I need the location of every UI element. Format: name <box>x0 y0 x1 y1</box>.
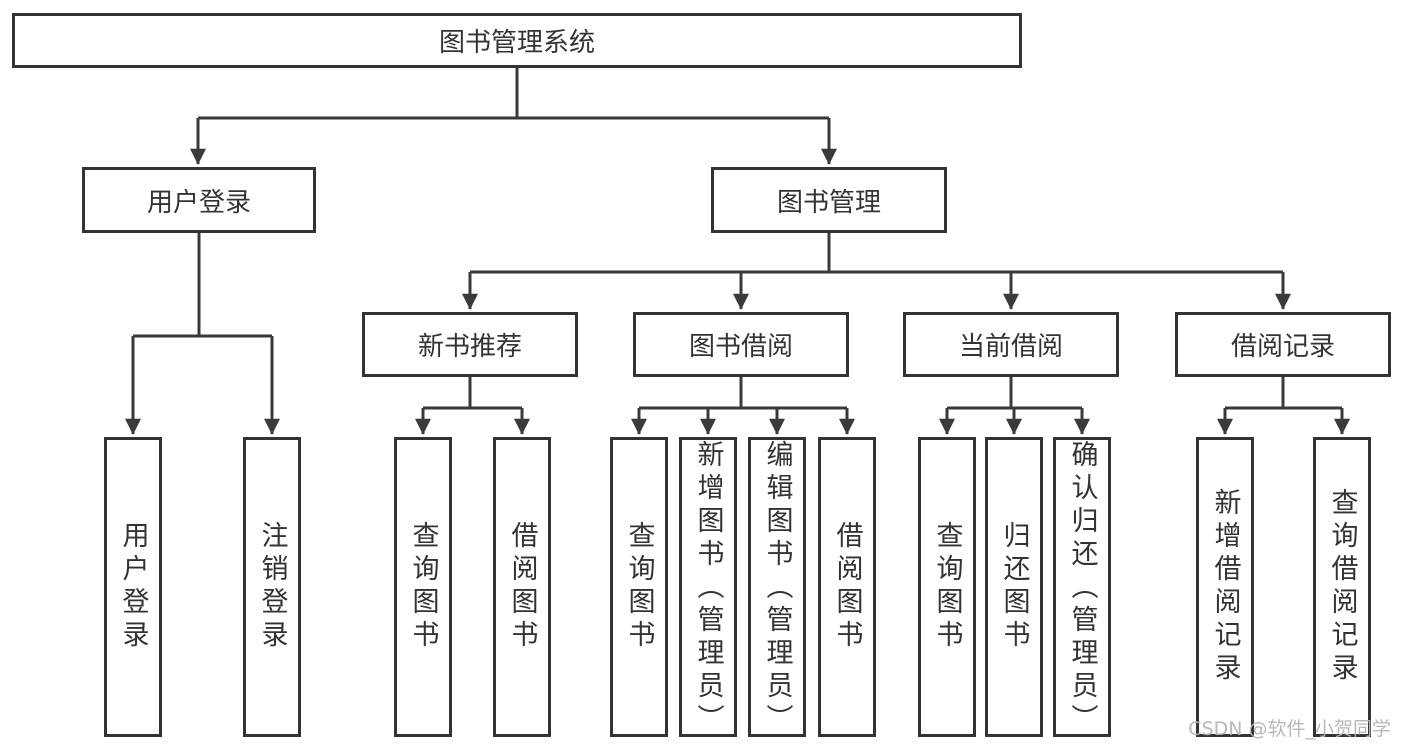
leaf-current-return-books: 归还图书 <box>985 437 1043 737</box>
leaf-current-confirm-return-admin: 确认归还（管理员） <box>1053 437 1111 737</box>
leaf-records-query-record: 查询借阅记录 <box>1313 437 1371 737</box>
leaf-newbook-query-books-label: 查询图书 <box>407 521 439 653</box>
leaf-current-return-books-label: 归还图书 <box>998 521 1030 653</box>
node-user-login-label: 用户登录 <box>146 187 251 218</box>
node-root-label: 图书管理系统 <box>438 28 595 58</box>
leaf-borrow-borrow-books-label: 借阅图书 <box>831 521 863 653</box>
leaf-user-login: 用户登录 <box>104 437 162 737</box>
leaf-current-confirm-return-admin-label: 确认归还（管理员） <box>1066 440 1098 737</box>
leaf-current-query-books: 查询图书 <box>918 437 976 737</box>
node-borrow-records-label: 借阅记录 <box>1230 332 1335 362</box>
leaf-borrow-edit-books-admin-label: 编辑图书（管理员） <box>761 440 793 737</box>
leaf-newbook-query-books: 查询图书 <box>394 437 452 737</box>
node-root: 图书管理系统 <box>12 13 1022 68</box>
leaf-borrow-query-books-label: 查询图书 <box>623 521 655 653</box>
node-borrow-records: 借阅记录 <box>1175 312 1391 377</box>
leaf-newbook-borrow-books-label: 借阅图书 <box>506 521 538 653</box>
node-book-borrow-label: 图书借阅 <box>688 332 793 362</box>
leaf-logout: 注销登录 <box>243 437 301 737</box>
leaf-borrow-borrow-books: 借阅图书 <box>818 437 876 737</box>
leaf-records-add-record: 新增借阅记录 <box>1196 437 1254 737</box>
leaf-borrow-edit-books-admin: 编辑图书（管理员） <box>748 437 806 737</box>
leaf-borrow-add-books-admin-label: 新增图书（管理员） <box>692 440 724 737</box>
leaf-borrow-add-books-admin: 新增图书（管理员） <box>679 437 737 737</box>
leaf-logout-label: 注销登录 <box>256 521 288 653</box>
leaf-newbook-borrow-books: 借阅图书 <box>493 437 551 737</box>
node-new-book-recommend-label: 新书推荐 <box>417 332 522 362</box>
leaf-records-query-record-label: 查询借阅记录 <box>1326 488 1358 686</box>
node-current-borrow-label: 当前借阅 <box>958 332 1063 362</box>
node-book-management-label: 图书管理 <box>776 187 881 218</box>
node-new-book-recommend: 新书推荐 <box>362 312 578 377</box>
node-book-management: 图书管理 <box>711 167 947 233</box>
leaf-records-add-record-label: 新增借阅记录 <box>1209 488 1241 686</box>
node-current-borrow: 当前借阅 <box>903 312 1119 377</box>
leaf-current-query-books-label: 查询图书 <box>931 521 963 653</box>
node-user-login: 用户登录 <box>82 167 316 233</box>
leaf-user-login-label: 用户登录 <box>117 521 149 653</box>
node-book-borrow: 图书借阅 <box>633 312 849 377</box>
leaf-borrow-query-books: 查询图书 <box>610 437 668 737</box>
csdn-watermark: CSDN @软件_小贺同学 <box>1188 718 1391 740</box>
